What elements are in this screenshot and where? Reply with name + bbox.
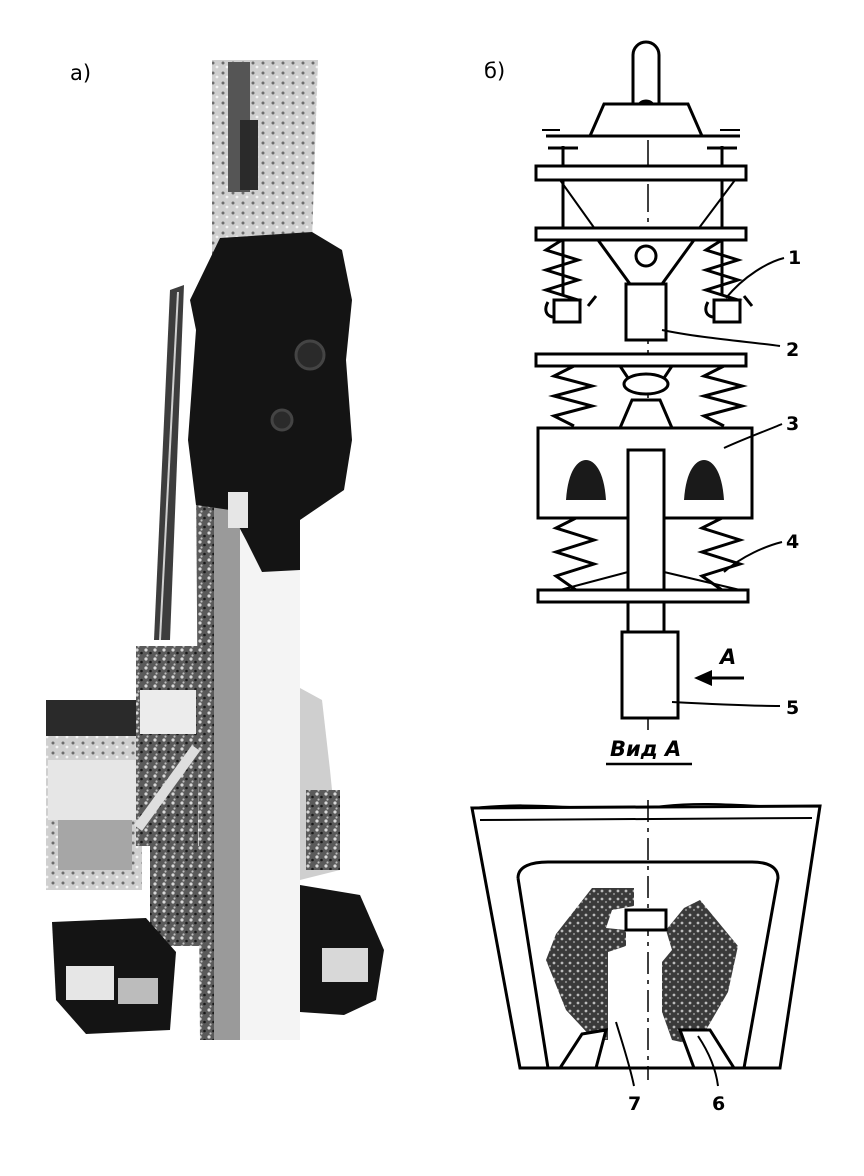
mechanism-drawing: A Вид A	[534, 40, 754, 766]
callout-7: 7	[628, 1093, 641, 1115]
callout-4: 4	[786, 531, 799, 553]
callout-5: 5	[786, 697, 799, 719]
callout-6: 6	[712, 1093, 725, 1115]
callout-3: 3	[786, 413, 799, 435]
photo-panel-a	[46, 60, 384, 1040]
panel-a-label: a)	[70, 61, 91, 85]
callout-1: 1	[788, 247, 801, 269]
view-caption: Вид A	[610, 737, 681, 761]
view-arrow-label: A	[718, 645, 736, 669]
view-a-section	[470, 800, 822, 1080]
callout-leaders	[615, 257, 785, 1087]
panel-b-label: б)	[484, 59, 505, 83]
callout-2: 2	[786, 339, 799, 361]
